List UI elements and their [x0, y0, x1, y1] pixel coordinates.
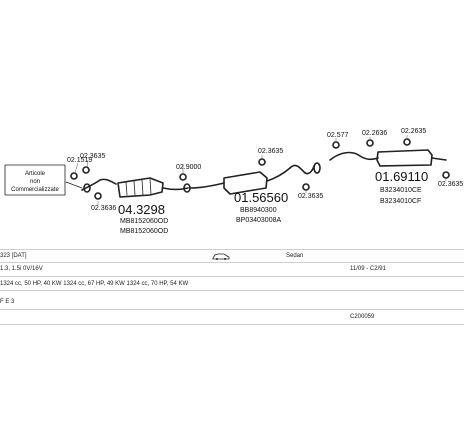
- hanger-3: [94, 192, 102, 200]
- divider: [0, 276, 464, 277]
- hanger-1: [70, 172, 78, 180]
- note-line-3: Commercializzate: [11, 187, 59, 193]
- hanger-5: [258, 158, 266, 166]
- rear-pipe: [329, 151, 379, 161]
- hanger-7: [332, 141, 340, 149]
- s-bend-pipe: [289, 164, 315, 175]
- rear-silencer: [376, 149, 433, 167]
- engine-text: 1.3, 1.5i 0V/16V: [0, 266, 43, 272]
- part-label: 02.3635: [258, 148, 283, 155]
- part-label: 02.1519: [67, 157, 92, 164]
- part-sub-number: B3234010CF: [380, 198, 421, 205]
- code-text: C200059: [350, 314, 375, 320]
- part-main-number: 01.56560: [234, 190, 288, 205]
- note-pointer: [65, 181, 83, 189]
- part-label: 02.2636: [362, 130, 387, 137]
- note-line-2: non: [30, 179, 40, 185]
- front-pipe: [81, 178, 117, 191]
- hanger-4: [179, 173, 187, 181]
- hanger-6: [302, 183, 310, 191]
- part-sub-number: MB8152060OD: [120, 218, 168, 225]
- hanger-10: [442, 171, 450, 179]
- hanger-9: [403, 138, 411, 146]
- extra-text: F E 3: [0, 299, 15, 305]
- catalytic-converter: [117, 177, 164, 198]
- divider: [0, 290, 464, 291]
- part-label: 02.3635: [80, 153, 105, 160]
- part-label: 02.577: [327, 132, 349, 139]
- part-label: 02.3635: [438, 181, 463, 188]
- dates-text: 11/09 - C2/91: [350, 266, 386, 272]
- divider: [0, 309, 464, 310]
- note-box: [4, 164, 66, 196]
- part-sub-number: B3234010CE: [380, 187, 422, 194]
- body-type-text: Sedan: [286, 253, 304, 259]
- part-main-number: 01.69110: [375, 169, 428, 184]
- part-main-number: 04.3298: [118, 202, 165, 217]
- part-label: 02.3635: [298, 193, 323, 200]
- hanger-8: [366, 139, 374, 147]
- divider: [0, 324, 464, 325]
- part-sub-number: BP03403008A: [236, 217, 281, 224]
- rear-flange: [313, 162, 321, 174]
- part-sub-number: BB8940300: [240, 207, 277, 214]
- part-label: 02.9000: [176, 164, 201, 171]
- hanger-2: [82, 166, 90, 174]
- exhaust-diagram: Articole non Commercializzate 02.1519 02…: [4, 128, 463, 235]
- model-text: 323 [DAT]: [0, 253, 27, 259]
- specs-text: 1324 cc, 50 HP, 40 KW 1324 cc, 67 HP, 49…: [0, 281, 189, 287]
- divider: [0, 249, 464, 250]
- part-label: 02.3636: [91, 205, 116, 212]
- car-icon: [212, 252, 230, 263]
- link-pipe: [162, 187, 189, 191]
- divider: [0, 262, 464, 263]
- part-label: 02.2635: [401, 128, 426, 135]
- front-flange: [83, 183, 91, 193]
- middle-silencer: [223, 171, 268, 195]
- part-sub-number: MB8152060OD: [120, 228, 168, 235]
- note-line-1: Articole: [25, 171, 46, 177]
